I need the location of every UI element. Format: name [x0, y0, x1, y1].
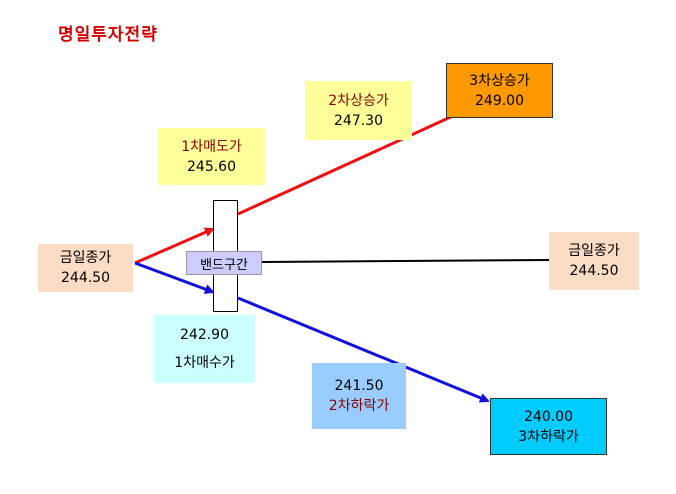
strategy-title: 명일투자전략 [58, 25, 158, 45]
up-arrow-short [134, 227, 215, 265]
rise3-label: 3차상승가 [469, 72, 530, 89]
sell1-box: 1차매도가 245.60 [158, 128, 265, 185]
fall3-box: 240.00 3차하락가 [490, 398, 607, 455]
buy1-value: 242.90 [180, 327, 229, 343]
current-close-right-label: 금일종가 [568, 243, 620, 259]
fall3-value: 240.00 [524, 408, 573, 425]
fall2-value: 241.50 [334, 378, 384, 394]
fall2-box: 241.50 2차하락가 [312, 363, 406, 429]
current-close-left-label: 금일종가 [59, 250, 112, 266]
fall2-label: 2차하락가 [328, 398, 390, 414]
down-arrow-short [134, 261, 215, 294]
rise3-value: 249.00 [475, 92, 524, 109]
rise2-box: 2차상승가 247.30 [305, 81, 412, 140]
band-range-label: 밴드구간 [186, 251, 262, 275]
fall-line [237, 296, 490, 403]
buy1-label: 1차매수가 [174, 355, 235, 371]
current-close-left-box: 금일종가 244.50 [38, 244, 133, 292]
flat-line [261, 259, 551, 263]
fall3-label: 3차하락가 [518, 428, 579, 445]
rise-line [237, 108, 468, 216]
rise2-label: 2차상승가 [328, 92, 389, 109]
current-close-left-value: 244.50 [61, 270, 110, 286]
current-close-right-box: 금일종가 244.50 [549, 232, 639, 290]
rise3-box: 3차상승가 249.00 [446, 63, 553, 118]
buy1-box: 242.90 1차매수가 [154, 315, 255, 383]
current-close-right-value: 244.50 [569, 263, 619, 279]
sell1-value: 245.60 [187, 158, 236, 175]
rise2-value: 247.30 [334, 112, 383, 129]
sell1-label: 1차매도가 [181, 138, 242, 155]
